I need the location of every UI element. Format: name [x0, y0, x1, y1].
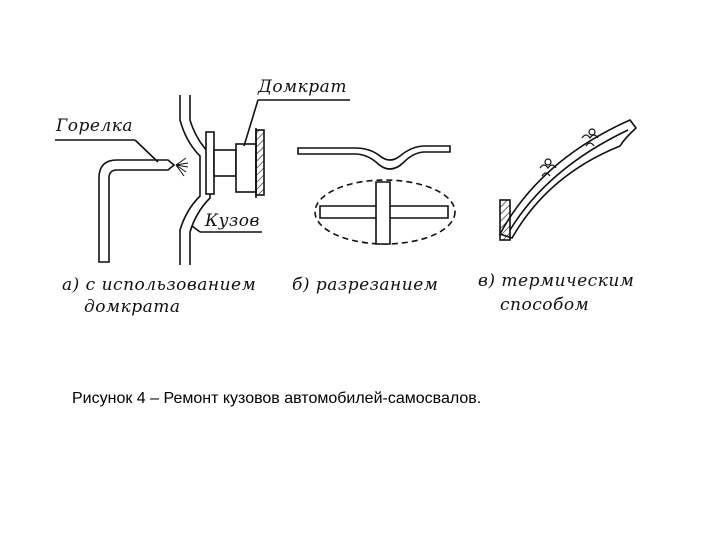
figure-caption: Рисунок 4 – Ремонт кузовов автомобилей-с…	[72, 390, 482, 407]
panel-a-jack	[55, 95, 350, 265]
panel-c-thermal	[498, 119, 638, 241]
jack-pad	[205, 131, 215, 195]
caption-c-line2: способом	[500, 295, 589, 315]
body-panel	[179, 95, 201, 265]
panel-b-cutting	[297, 145, 456, 245]
jack-label: Домкрат	[257, 77, 347, 97]
dented-strip	[297, 145, 451, 170]
cross-cut	[319, 181, 449, 245]
body-label: Кузов	[204, 211, 260, 231]
torch-label: Горелка	[55, 116, 133, 136]
torch-pipe	[98, 159, 176, 263]
caption-b: б) разрезанием	[292, 275, 438, 295]
flame-icon	[175, 157, 189, 177]
caption-c-line1: в) термическим	[478, 271, 634, 291]
jack-body	[235, 143, 257, 193]
caption-a-line2: домкрата	[84, 297, 181, 317]
curved-beam	[498, 119, 638, 239]
caption-a-line1: а) с использованием	[62, 275, 256, 295]
jack-wall	[255, 129, 265, 196]
weld-marks	[539, 128, 599, 177]
